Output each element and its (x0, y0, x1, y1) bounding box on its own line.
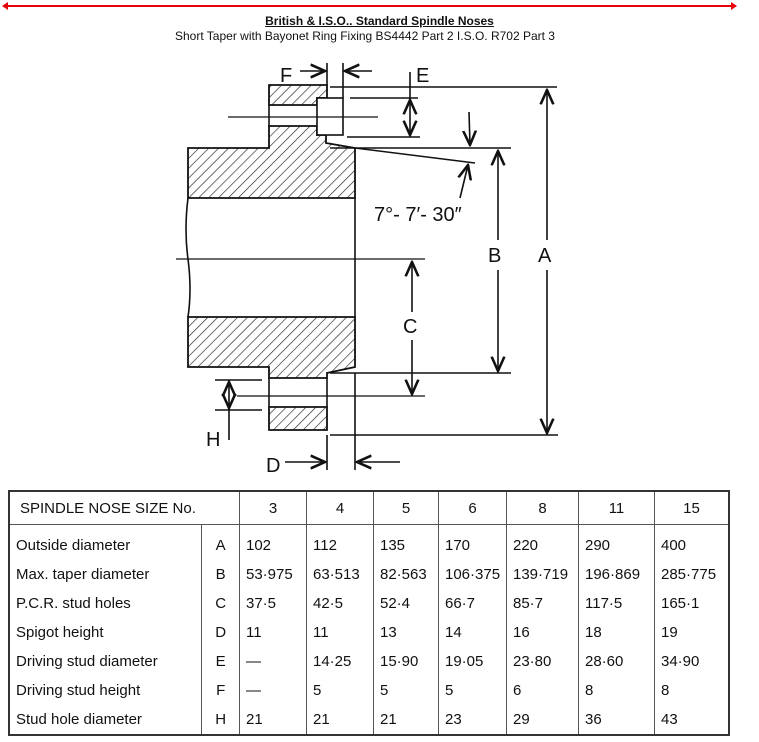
label-e: E (416, 65, 429, 87)
size-header: 11 (578, 491, 655, 525)
row-value: 85·7 (506, 589, 579, 618)
row-value: 21 (306, 705, 374, 735)
row-name: Max. taper diameter (16, 566, 150, 583)
header-label: SPINDLE NOSE SIZE No. (9, 491, 240, 525)
row-name: P.C.R. stud holes (16, 595, 131, 612)
row-value: 5 (438, 676, 507, 705)
row-value: — (239, 676, 307, 705)
row-letter: E (201, 647, 240, 676)
label-d: D (266, 455, 280, 477)
row-value: 106·375 (438, 560, 507, 589)
row-value: 139·719 (506, 560, 579, 589)
row-value: 21 (373, 705, 439, 735)
taper-arrow-bottom (460, 165, 468, 199)
row-value: 43 (654, 705, 729, 735)
row-value: 11 (239, 618, 307, 647)
row-value: 66·7 (438, 589, 507, 618)
row-value: 16 (506, 618, 579, 647)
size-header: 8 (506, 491, 579, 525)
row-letter: F (201, 676, 240, 705)
row-value: 18 (578, 618, 655, 647)
top-divider (2, 2, 737, 10)
page-title: British & I.S.O.. Standard Spindle Noses (0, 14, 759, 28)
label-a: A (538, 245, 552, 267)
row-letter: D (201, 618, 240, 647)
row-letter: B (201, 560, 240, 589)
row-value: 34·90 (654, 647, 729, 676)
row-value: 220 (506, 524, 579, 560)
spindle-nose-diagram: F E A B C D H 7°- 7′- 30″ (176, 63, 558, 477)
size-header: 4 (306, 491, 374, 525)
row-value: 14·25 (306, 647, 374, 676)
row-value: 170 (438, 524, 507, 560)
label-c: C (403, 316, 417, 338)
row-value: 400 (654, 524, 729, 560)
row-value: 11 (306, 618, 374, 647)
row-value: 19·05 (438, 647, 507, 676)
spindle-section (187, 84, 356, 431)
row-value: 8 (654, 676, 729, 705)
size-header: 5 (373, 491, 439, 525)
table-header-row: SPINDLE NOSE SIZE No. 3 4 5 6 8 11 15 (9, 491, 729, 525)
row-name: Spigot height (16, 624, 104, 641)
row-value: 37·5 (239, 589, 307, 618)
row-value: 285·775 (654, 560, 729, 589)
size-header: 15 (654, 491, 729, 525)
size-header: 3 (239, 491, 307, 525)
label-h: H (206, 429, 220, 451)
row-value: 29 (506, 705, 579, 735)
label-f: F (280, 65, 292, 87)
row-value: 28·60 (578, 647, 655, 676)
row-value: 82·563 (373, 560, 439, 589)
row-value: 165·1 (654, 589, 729, 618)
row-value: 112 (306, 524, 374, 560)
row-value: 21 (239, 705, 307, 735)
row-value: 19 (654, 618, 729, 647)
row-value: 117·5 (578, 589, 655, 618)
taper-angle-label: 7°- 7′- 30″ (374, 204, 462, 226)
row-value: 5 (373, 676, 439, 705)
row-letter: H (201, 705, 240, 735)
row-value: 290 (578, 524, 655, 560)
row-value: 63·513 (306, 560, 374, 589)
row-value: 135 (373, 524, 439, 560)
row-value: 42·5 (306, 589, 374, 618)
row-value: 15·90 (373, 647, 439, 676)
label-b: B (488, 245, 501, 267)
row-value: 6 (506, 676, 579, 705)
row-value: 102 (239, 524, 307, 560)
page-subtitle: Short Taper with Bayonet Ring Fixing BS4… (175, 29, 555, 43)
taper-arrow-top (469, 111, 470, 145)
row-value: 23 (438, 705, 507, 735)
row-name: Driving stud diameter (16, 653, 158, 670)
row-value: 36 (578, 705, 655, 735)
row-value: 52·4 (373, 589, 439, 618)
size-header: 6 (438, 491, 507, 525)
row-value: 5 (306, 676, 374, 705)
title-text: British & I.S.O.. Standard Spindle Noses (265, 14, 494, 28)
row-name: Stud hole diameter (16, 711, 142, 728)
row-name: Outside diameter (16, 537, 131, 554)
row-value: 13 (373, 618, 439, 647)
spindle-nose-table: SPINDLE NOSE SIZE No. 3 4 5 6 8 11 15 Ou… (8, 490, 730, 736)
row-value: 196·869 (578, 560, 655, 589)
row-name: Driving stud height (16, 682, 141, 699)
row-value: 53·975 (239, 560, 307, 589)
row-value: 8 (578, 676, 655, 705)
row-value: — (239, 647, 307, 676)
row-letter: C (201, 589, 240, 618)
row-value: 14 (438, 618, 507, 647)
row-letter: A (201, 524, 240, 560)
row-value: 23·80 (506, 647, 579, 676)
